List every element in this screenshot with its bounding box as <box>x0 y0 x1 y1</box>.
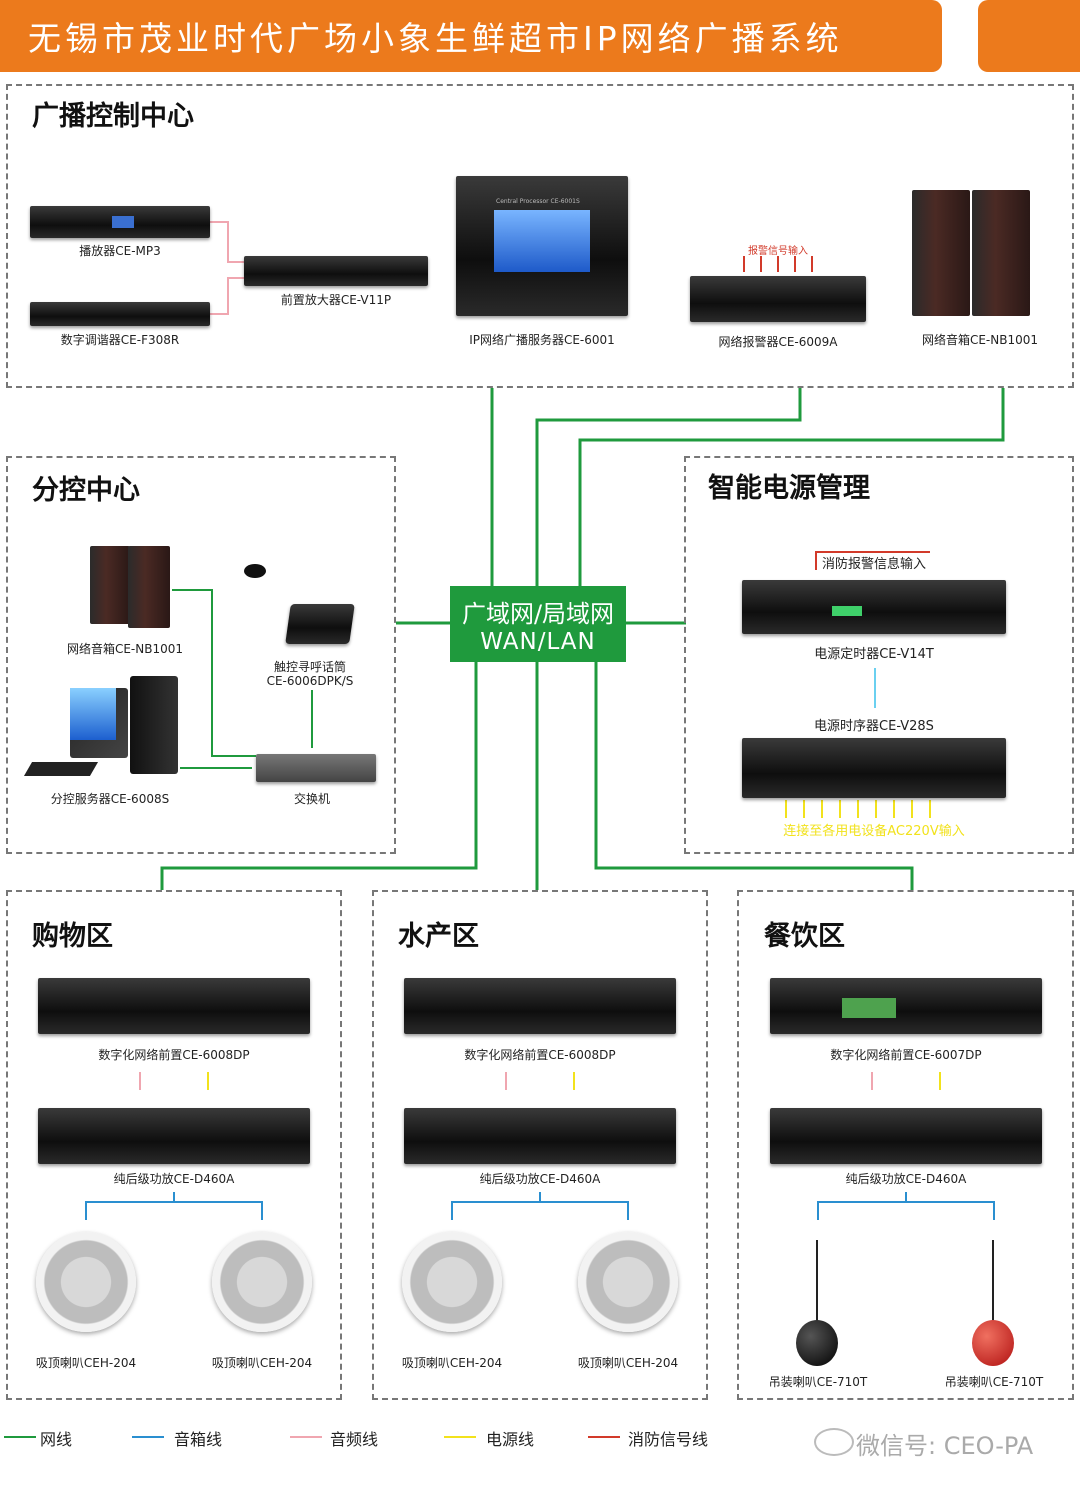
speaker-label: 吊装喇叭CE-710T <box>768 1375 868 1389</box>
zone-preamp-label: 数字化网络前置CE-6007DP <box>830 1048 982 1062</box>
mp3-player-device <box>30 206 210 238</box>
alarm-input-label: 报警信号输入 <box>748 246 808 257</box>
wechat-icon <box>814 1428 854 1456</box>
zone-preamp-device <box>38 978 310 1034</box>
ac-note: 连接至各用电设备AC220V输入 <box>783 824 965 839</box>
legend-swatch-speaker <box>132 1436 164 1438</box>
tuner-device <box>30 302 210 326</box>
network-speaker-left <box>912 190 970 316</box>
legend-swatch-fire <box>588 1436 620 1438</box>
power-timer-device <box>742 580 1006 634</box>
ceiling-speaker <box>212 1232 312 1332</box>
pendant-speaker-black <box>796 1320 838 1366</box>
preamp-device <box>244 256 428 286</box>
control-center-panel <box>6 84 1074 388</box>
network-speaker-right <box>972 190 1030 316</box>
zone-amp-label: 纯后级功放CE-D460A <box>113 1172 235 1186</box>
pendant-speaker-red <box>972 1320 1014 1366</box>
paging-mic-label-1: 触控寻呼话筒 <box>273 660 346 674</box>
zone-title: 餐饮区 <box>764 921 845 952</box>
sub-speaker-right <box>128 546 170 628</box>
legend-swatch-audio <box>290 1436 322 1438</box>
legend-label: 电源线 <box>486 1430 535 1449</box>
pc-label: 分控服务器CE-6008S <box>50 792 170 806</box>
zone-amp-label: 纯后级功放CE-D460A <box>479 1172 601 1186</box>
sub-center-title: 分控中心 <box>32 475 140 506</box>
zone-preamp-label: 数字化网络前置CE-6008DP <box>464 1048 616 1062</box>
zone-title: 水产区 <box>398 921 479 952</box>
network-label-en: WAN/LAN <box>480 629 596 655</box>
pendant-cable <box>816 1240 818 1324</box>
pendant-cable <box>992 1240 994 1324</box>
mp3-player-label: 播放器CE-MP3 <box>79 244 161 258</box>
paging-mic-label-2: CE-6006DPK/S <box>266 674 354 688</box>
ceiling-speaker <box>36 1232 136 1332</box>
zone-amp-label: 纯后级功放CE-D460A <box>845 1172 967 1186</box>
legend-label: 消防信号线 <box>628 1430 709 1449</box>
power-panel <box>684 456 1074 854</box>
microphone-icon <box>244 564 266 578</box>
power-title: 智能电源管理 <box>708 473 870 504</box>
network-label-cn: 广域网/局域网 <box>461 600 615 628</box>
ceiling-speaker <box>578 1232 678 1332</box>
switch-device <box>256 754 376 782</box>
legend-label: 音频线 <box>330 1430 379 1449</box>
zone-amp-device <box>404 1108 676 1164</box>
legend-swatch-network <box>4 1436 36 1438</box>
ceiling-speaker <box>402 1232 502 1332</box>
sub-speaker-left <box>90 546 130 624</box>
page-title: 无锡市茂业时代广场小象生鲜超市IP网络广播系统 <box>28 19 843 58</box>
preamp-label: 前置放大器CE-V11P <box>280 293 392 307</box>
server-screen-label: Central Processor CE-6001S <box>496 198 580 205</box>
zone-panel-seafood <box>372 890 708 1400</box>
sequencer-label: 电源时序器CE-V28S <box>814 719 934 734</box>
speaker-label: 吸顶喇叭CEH-204 <box>577 1356 679 1370</box>
alarm-device <box>690 276 866 322</box>
server-device: Central Processor CE-6001S <box>456 176 628 316</box>
tuner-label: 数字调谐器CE-F308R <box>60 333 180 347</box>
watermark: 微信号: CEO-PA <box>856 1432 1034 1460</box>
fire-input-label: 消防报警信息输入 <box>822 557 927 572</box>
title-banner <box>0 0 942 72</box>
network-speaker-label: 网络音箱CE-NB1001 <box>921 333 1039 347</box>
speaker-label: 吸顶喇叭CEH-204 <box>401 1356 503 1370</box>
sub-center-panel <box>6 456 396 854</box>
zone-preamp-device <box>404 978 676 1034</box>
zone-preamp-device <box>770 978 1042 1034</box>
zone-panel-shopping <box>6 890 342 1400</box>
speaker-label: 吊装喇叭CE-710T <box>944 1375 1044 1389</box>
sub-speaker-label: 网络音箱CE-NB1001 <box>66 642 184 656</box>
pc-tower <box>130 676 178 774</box>
legend-swatch-power <box>444 1436 476 1438</box>
power-timer-label: 电源定时器CE-V14T <box>814 647 934 662</box>
legend-label: 网线 <box>40 1430 73 1449</box>
legend-label: 音箱线 <box>174 1430 223 1449</box>
zone-title: 购物区 <box>32 921 113 952</box>
speaker-label: 吸顶喇叭CEH-204 <box>35 1356 137 1370</box>
switch-label: 交换机 <box>293 792 330 806</box>
paging-mic-device <box>285 604 355 644</box>
zone-preamp-label: 数字化网络前置CE-6008DP <box>98 1048 250 1062</box>
title-banner-tab <box>978 0 1080 72</box>
server-label: IP网络广播服务器CE-6001 <box>469 333 615 347</box>
zone-amp-device <box>38 1108 310 1164</box>
zone-amp-device <box>770 1108 1042 1164</box>
network-hub: 广域网/局域网 WAN/LAN <box>450 586 626 662</box>
speaker-label: 吸顶喇叭CEH-204 <box>211 1356 313 1370</box>
keyboard-icon <box>23 762 99 776</box>
control-center-title: 广播控制中心 <box>32 101 194 132</box>
pc-monitor <box>70 688 128 758</box>
zone-panel-dining <box>737 890 1074 1400</box>
alarm-label: 网络报警器CE-6009A <box>718 335 838 349</box>
sequencer-device <box>742 738 1006 798</box>
